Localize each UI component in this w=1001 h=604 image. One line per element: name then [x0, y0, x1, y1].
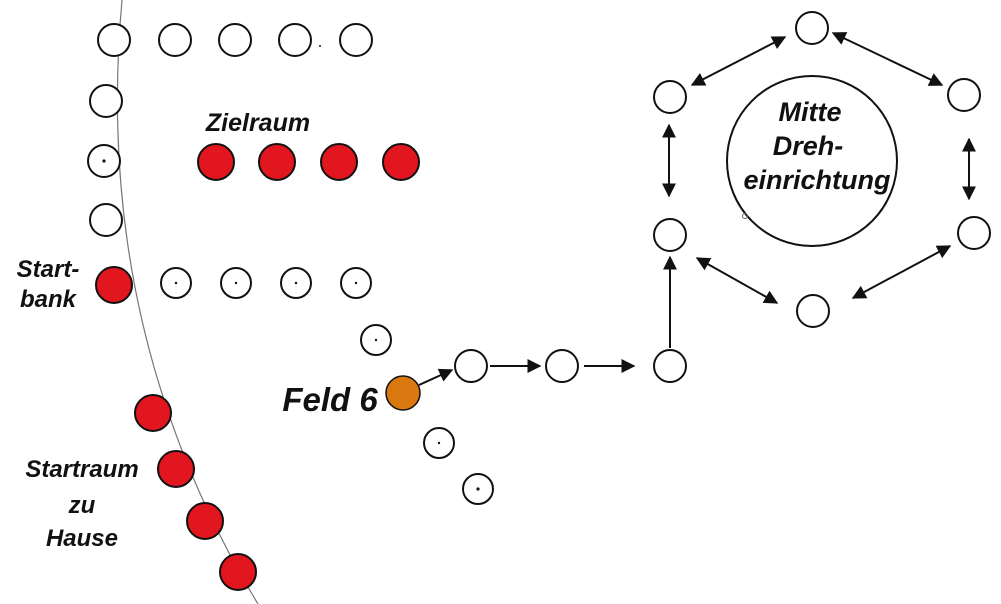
red-piece [186, 502, 224, 540]
startbank-red-piece [95, 266, 133, 304]
start-row-fields [160, 267, 372, 299]
top-row-fields [97, 23, 373, 57]
field-circle [218, 23, 252, 57]
field-circle [545, 349, 579, 383]
mitte-label-line3: einrichtung [744, 165, 892, 195]
mitte-dreheinrichtung-disc [726, 75, 898, 247]
field-circle [339, 23, 373, 57]
zielraum-label: Zielraum [205, 109, 310, 137]
diagonal-track-fields [360, 324, 494, 505]
red-piece [197, 143, 235, 181]
movement-arrows [418, 32, 976, 386]
zielraum-pieces [197, 143, 420, 181]
field-dot [476, 487, 480, 491]
field-circle [158, 23, 192, 57]
hub-field-upper-right [947, 78, 981, 112]
field-dot [374, 338, 378, 342]
field-dot [354, 281, 358, 285]
arrow-hub-bottom-right [851, 245, 952, 299]
field-circle [97, 23, 131, 57]
field-dot [294, 281, 298, 285]
field-circle [89, 84, 123, 118]
red-piece [157, 450, 195, 488]
arrow-hub-bottom-left [695, 257, 779, 304]
red-piece [258, 143, 296, 181]
field-dot [437, 441, 441, 445]
startraum-label-line1: Startraum [25, 456, 138, 483]
hub-field-top [795, 11, 829, 45]
startraum-label-line3: Hause [46, 525, 118, 552]
field-circle [89, 203, 123, 237]
arrow-hub-top-left [690, 36, 787, 86]
startraum-pieces [134, 394, 257, 591]
field-circle [454, 349, 488, 383]
red-piece [219, 553, 257, 591]
hub-field-lower-right [957, 216, 991, 250]
red-piece [320, 143, 358, 181]
arrow-feld6-to-path [418, 368, 454, 386]
mitte-label-line2: Dreh- [773, 131, 844, 161]
field-circle [278, 23, 312, 57]
field-dot [234, 281, 238, 285]
feld-6-label: Feld 6 [282, 381, 378, 418]
field-dot [102, 159, 106, 163]
mitte-label-line1: Mitte [779, 97, 842, 127]
hub-field-bottom [796, 294, 830, 328]
field-dot [174, 281, 178, 285]
startbank-label-line2: bank [20, 286, 78, 313]
path-fields [454, 349, 687, 383]
hub-fields [653, 11, 991, 328]
red-piece [134, 394, 172, 432]
hub-field-lower-left [653, 218, 687, 252]
field-circle [653, 349, 687, 383]
field-center-dots [102, 45, 480, 491]
red-piece [382, 143, 420, 181]
hub-field-upper-left [653, 80, 687, 114]
feld-6-orange-piece [385, 375, 421, 411]
disc-mark [742, 213, 748, 219]
field-dot [319, 45, 321, 47]
arrow-hub-top-right [831, 32, 944, 86]
startraum-label-line2: zu [68, 492, 96, 519]
startbank-label-line1: Start- [17, 256, 80, 283]
